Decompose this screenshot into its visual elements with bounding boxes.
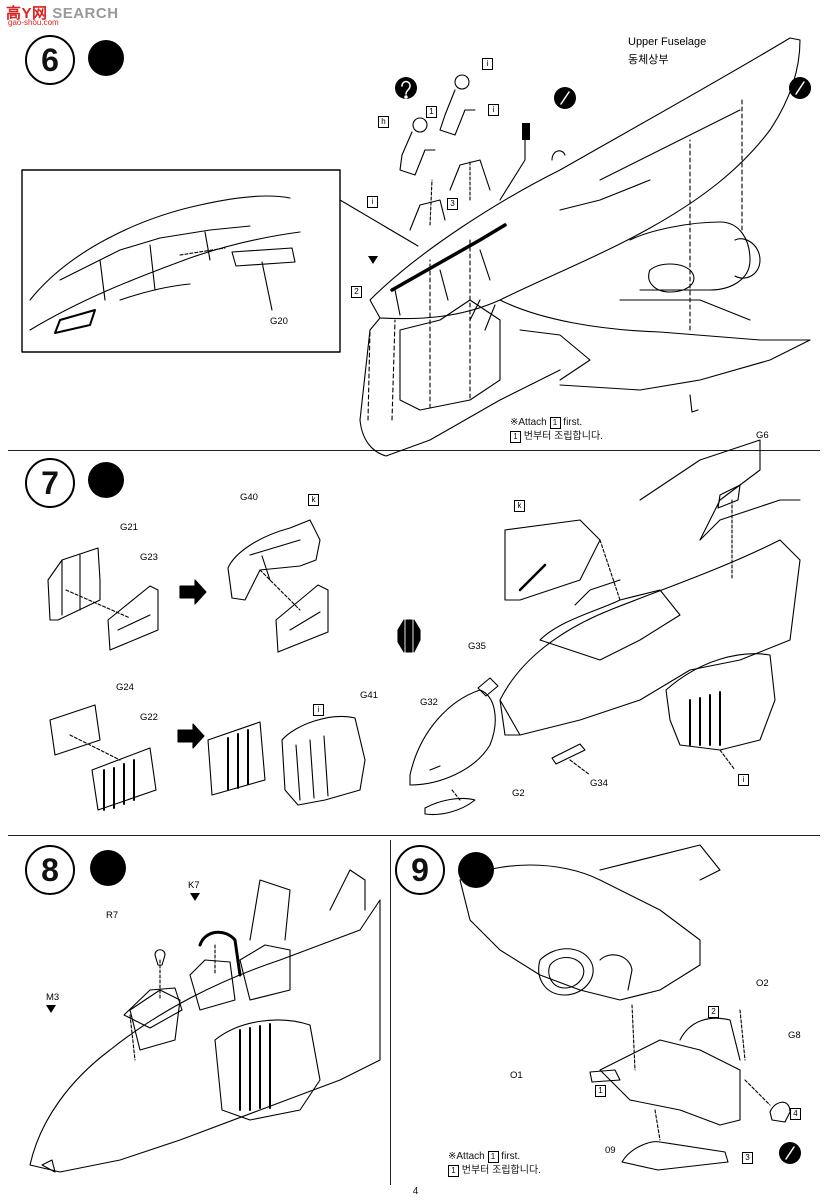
watermark-logo: 高Y网 SEARCH <box>6 5 119 22</box>
page-number: 4 <box>412 1186 419 1197</box>
step9-note: ※Attach 1 first. 1 번부터 조립합니다. <box>448 1151 541 1177</box>
part-g41-label: G41 <box>360 690 378 701</box>
cement-glue-icon <box>90 850 126 886</box>
box-3-label: 3 <box>742 1152 753 1164</box>
reference-icons <box>395 77 811 1164</box>
cement-glue-icon <box>88 462 124 498</box>
upper-fuselage-drawing <box>359 37 811 457</box>
upper-fuselage-label-ko: 동체상부 <box>628 54 669 66</box>
divider-bottom <box>8 835 820 836</box>
upper-fuselage-label: Upper Fuselage <box>628 36 707 48</box>
cement-glue-icon <box>88 40 124 76</box>
detail-inset-g20 <box>21 169 419 353</box>
step6-note: ※Attach 1 first. 1 번부터 조립합니다. <box>510 417 603 443</box>
step-9-number: 9 <box>395 845 445 895</box>
part-g40-label: G40 <box>240 492 258 503</box>
ref-i-label: i <box>488 104 499 116</box>
part-g20-label: G20 <box>270 316 288 327</box>
step-7-number: 7 <box>25 458 75 508</box>
box-2-label: 2 <box>708 1006 719 1018</box>
part-g2-label: G2 <box>512 788 525 799</box>
divider-vertical <box>390 840 391 1185</box>
part-09-label: 09 <box>605 1145 616 1156</box>
ref-i-label: i <box>313 704 324 716</box>
step-8-number: 8 <box>25 845 75 895</box>
part-g32-label: G32 <box>420 697 438 708</box>
box-2-label: 2 <box>351 286 362 298</box>
part-g6-label: G6 <box>756 430 769 441</box>
ref-k-label: k <box>308 494 319 506</box>
part-g22-label: G22 <box>140 712 158 723</box>
box-1-label: 1 <box>595 1085 606 1097</box>
ref-icons-glyphs <box>401 80 805 1160</box>
ref-i-label: i <box>367 196 378 208</box>
divider-top <box>8 450 820 451</box>
step7-nose-assembly <box>409 439 801 816</box>
step8-canopy-assembly <box>29 869 381 1173</box>
part-o1-label: O1 <box>510 1070 523 1081</box>
part-g21-label: G21 <box>120 522 138 533</box>
watermark-url: gao-shou.com <box>8 18 59 27</box>
step7-parts-drawing <box>47 519 421 811</box>
ref-k-label: k <box>514 500 525 512</box>
cement-glue-icon <box>458 852 494 888</box>
part-g23-label: G23 <box>140 552 158 563</box>
part-g24-label: G24 <box>116 682 134 693</box>
part-m3-label: M3 <box>46 992 60 1003</box>
part-g34-label: G34 <box>590 778 608 789</box>
box-4-label: 4 <box>790 1108 801 1120</box>
ref-i-label: i <box>738 774 749 786</box>
ref-i-label: i <box>482 58 493 70</box>
part-o2-label: O2 <box>756 978 769 989</box>
step-6-number: 6 <box>25 35 75 85</box>
ref-h-label: h <box>378 116 389 128</box>
part-r7-label: R7 <box>106 910 119 921</box>
part-g8-label: G8 <box>788 1030 801 1041</box>
part-k7-label: K7 <box>188 880 200 891</box>
part-g35-label: G35 <box>468 641 486 652</box>
pilot-figures <box>399 74 476 176</box>
box-1-label: 1 <box>426 106 437 118</box>
box-3-label: 3 <box>447 198 458 210</box>
step9-nose-gear-assembly <box>459 844 791 1171</box>
